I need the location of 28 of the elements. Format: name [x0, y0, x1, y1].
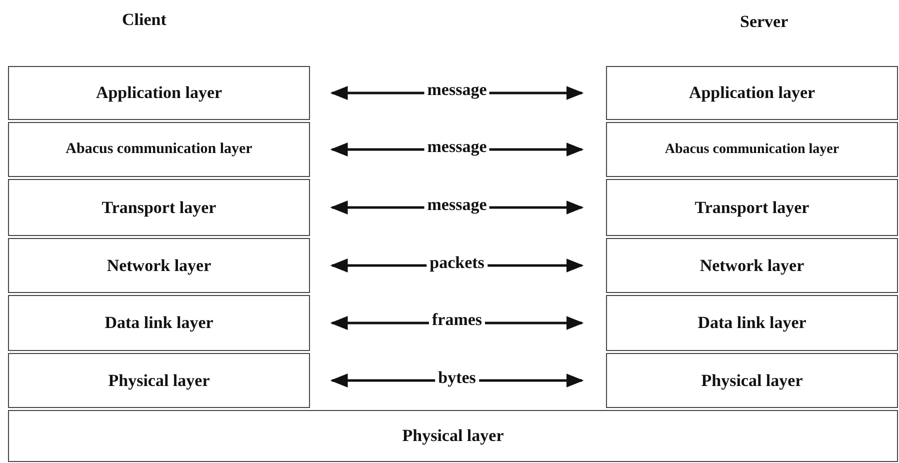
column-heading: Server	[740, 12, 788, 32]
layer-box	[8, 66, 310, 120]
layer-box	[8, 122, 310, 177]
layer-box	[8, 353, 310, 408]
layer-box	[8, 410, 898, 462]
layer-name: Data link layer	[104, 313, 214, 333]
layer-box	[606, 295, 898, 351]
layer-name: Application layer	[96, 83, 222, 103]
layer-name: Physical layer	[701, 370, 803, 390]
layer-name: Data link layer	[698, 313, 806, 333]
column-heading: Client	[122, 10, 166, 30]
layer-name: Network layer	[700, 256, 804, 276]
layer-box	[606, 353, 898, 408]
layer-name: Network layer	[106, 256, 212, 276]
layer-name: Transport layer	[694, 198, 810, 218]
layer-box	[8, 238, 310, 293]
layer-name: Physical layer	[108, 370, 210, 390]
layer-box	[8, 179, 310, 236]
layer-box	[8, 295, 310, 351]
layer-name: Physical layer	[402, 426, 504, 446]
layer-name: Application layer	[688, 83, 816, 103]
layer-box	[606, 122, 898, 177]
layer-box	[606, 66, 898, 120]
layer-name: Abacus communication layer	[66, 141, 252, 158]
layer-box	[606, 179, 898, 236]
layer-name: Transport layer	[102, 198, 216, 218]
layer-box	[606, 238, 898, 293]
layer-name: Abacus communication layer	[664, 142, 840, 158]
